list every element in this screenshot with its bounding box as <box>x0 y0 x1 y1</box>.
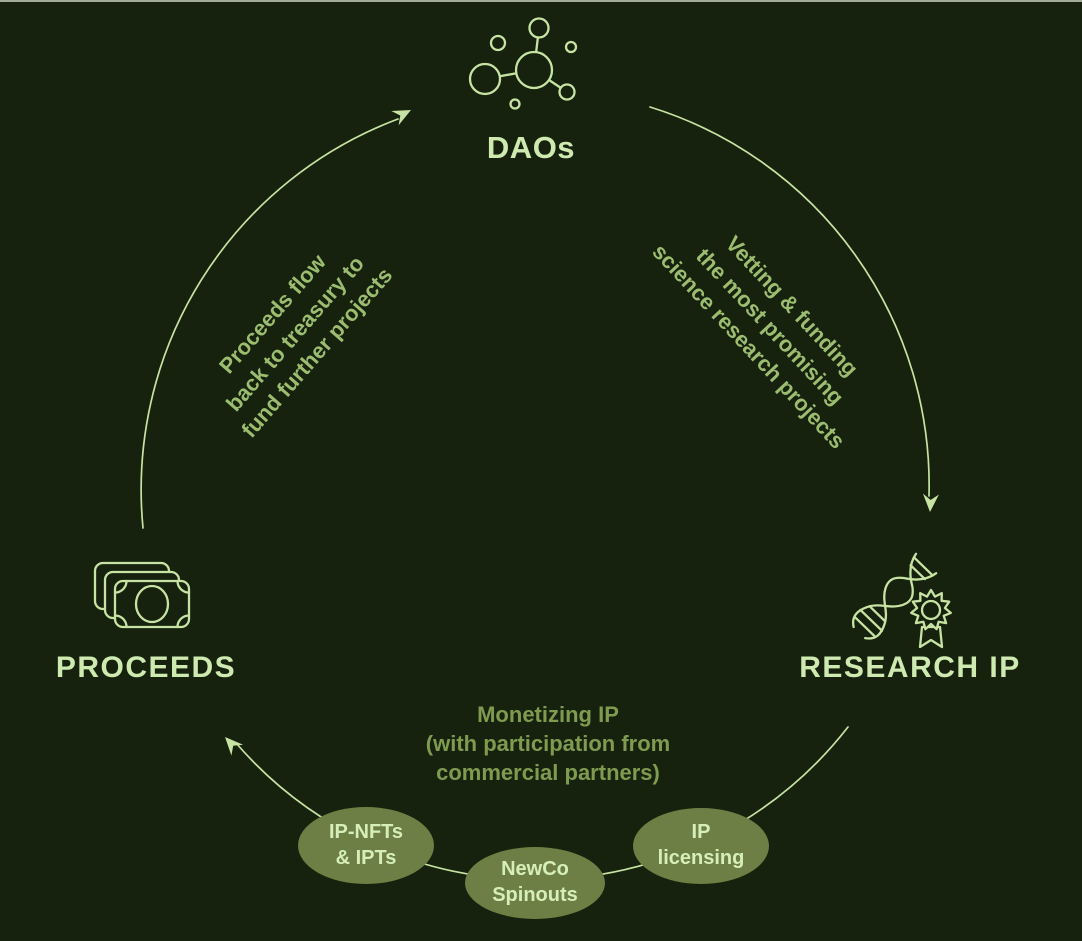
bubble-line: NewCo <box>501 858 569 881</box>
arc-daos-to-research-ip <box>649 106 939 512</box>
edge-caption-line: commercial partners) <box>436 760 660 786</box>
bubble-line: IP <box>691 821 711 844</box>
edge-caption-line: Monetizing IP <box>477 702 619 727</box>
edge-caption-line: (with participation from <box>425 731 671 757</box>
molecule-icon <box>468 17 578 110</box>
bubble-ip-nfts-ipts: IP-NFTs & IPTs <box>298 807 434 884</box>
banknotes-icon <box>93 561 191 629</box>
edge-caption-research-ip-to-proceeds: Monetizing IP (with participation from c… <box>358 700 738 787</box>
top-edge-line <box>0 0 1082 2</box>
bubble-ip-licensing: IP licensing <box>633 808 769 884</box>
arc-proceeds-to-daos <box>140 110 411 529</box>
bubble-line: licensing <box>657 847 745 869</box>
dna-award-icon <box>851 552 952 649</box>
daos-label: DAOs <box>486 130 576 165</box>
bubble-line: IP-NFTs <box>328 820 404 843</box>
bubble-line: & IPTs <box>335 846 397 869</box>
research-ip-label: RESEARCH IP <box>799 651 1021 684</box>
proceeds-label: PROCEEDS <box>55 651 237 684</box>
bubble-newco-spinouts: NewCo Spinouts <box>465 847 605 919</box>
bubble-line: Spinouts <box>492 884 578 906</box>
